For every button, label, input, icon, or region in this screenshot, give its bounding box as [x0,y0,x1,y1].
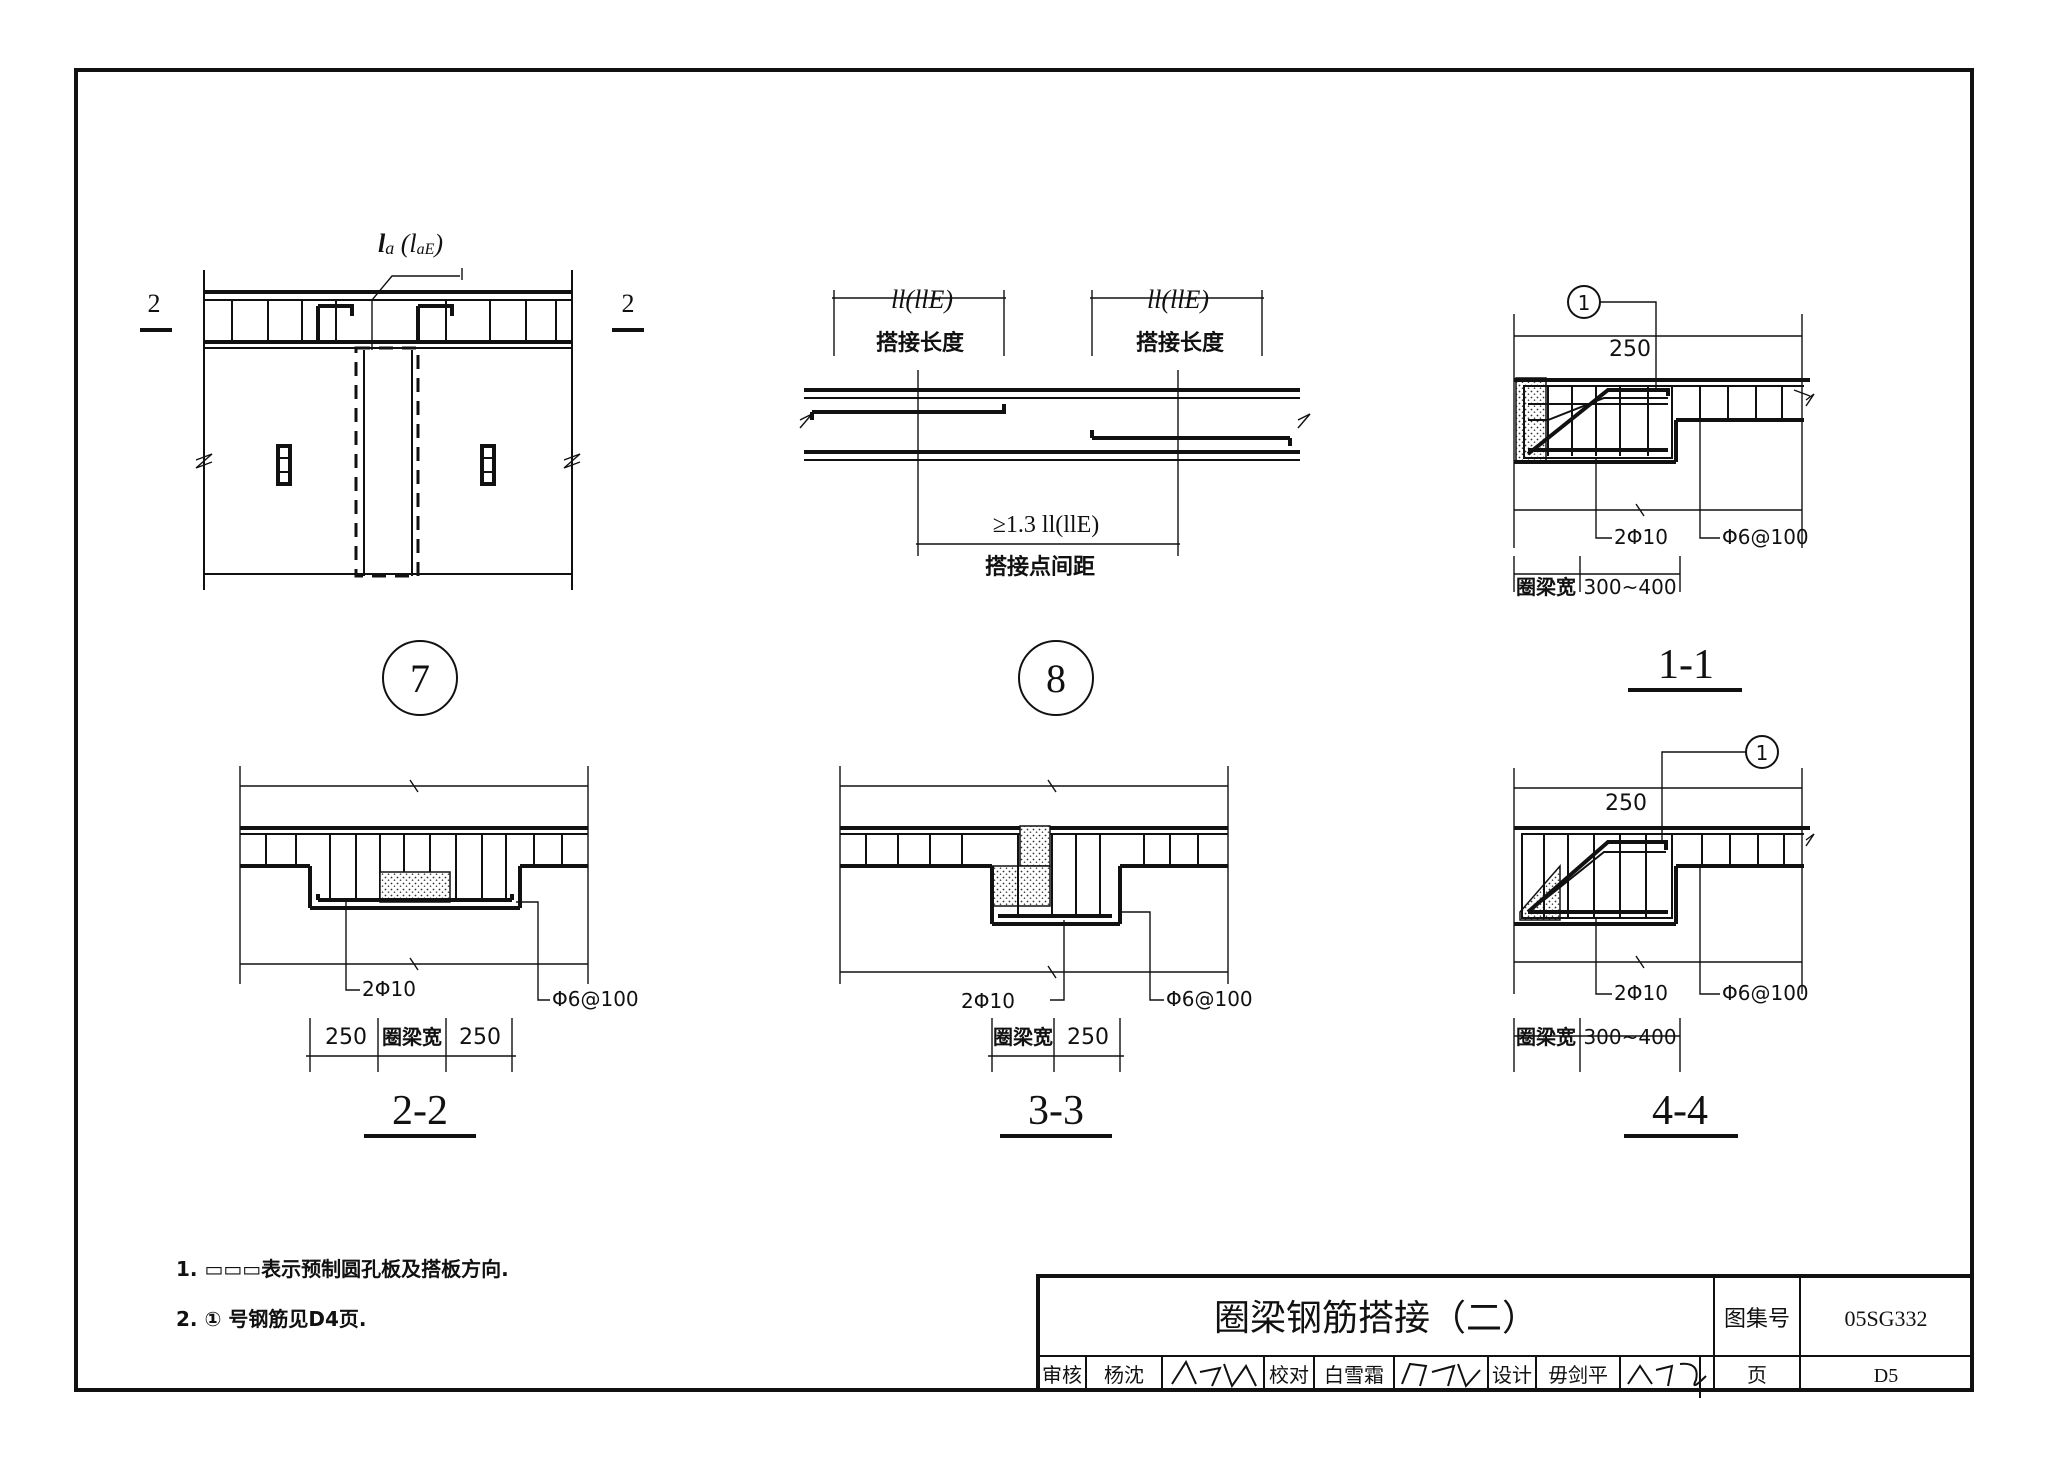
page-label: 页 [1747,1363,1767,1387]
section-title-3-3: 3-3 [1028,1088,1084,1134]
detail-number-7: 7 [410,656,430,701]
dim-right-250: 250 [1067,1025,1109,1050]
hollow-slab-symbol-right [480,444,496,486]
dim-250: 250 [1609,337,1651,362]
lap-spacing-text: 搭接点间距 [985,554,1095,580]
ring-beam-width-label: 圈梁宽 [1516,1025,1576,1049]
ring-beam-width-label: 圈梁宽 [1516,575,1576,599]
dim-250: 250 [1605,791,1647,816]
lap-length-label-right: ll(llE) [1147,285,1209,314]
ring-beam-width-label: 圈梁宽 [993,1025,1053,1049]
section-1-1: 1 250 2Φ10 Φ6@100 圈梁宽 300~400 1-1 [1513,285,1815,692]
detail-number-8: 8 [1046,656,1066,701]
page-number: D5 [1874,1365,1898,1387]
design-label: 设计 [1492,1363,1532,1387]
review-label: 审核 [1042,1363,1082,1387]
stirrup-label: Φ6@100 [552,987,639,1011]
reviewer-signature [1171,1359,1257,1389]
detail-number-circle-8 [1018,640,1094,716]
check-label: 校对 [1269,1363,1309,1387]
stirrup-label: Φ6@100 [1166,987,1253,1011]
sheet-border [74,68,1974,1392]
designer-signature [1627,1356,1707,1398]
designer-name: 毋剑平 [1548,1363,1608,1387]
section-title-2-2: 2-2 [392,1088,448,1134]
ring-beam-width-value: 300~400 [1583,1025,1676,1049]
bar-label-2phi10: 2Φ10 [1614,525,1668,549]
lap-length-label-left: ll(llE) [891,285,953,314]
title-block: 圈梁钢筋搭接（二） 图集号 05SG332 审核 杨沈 校对 白雪霜 设计 毋剑… [1036,1274,1974,1398]
lap-length-text-left: 搭接长度 [876,330,965,356]
anchorage-length-label: la (laE) [378,229,443,258]
ring-beam-width-value: 300~400 [1583,575,1676,599]
detail-7: 2 2 la (laE) 7 [140,229,644,716]
ring-beam-width-label: 圈梁宽 [382,1025,442,1049]
note-2: 2. ① 号钢筋见D4页. [176,1307,367,1331]
atlas-number: 05SG332 [1844,1306,1927,1331]
section-title-1-1: 1-1 [1658,642,1714,688]
callout-1-number: 1 [1578,291,1591,315]
dim-right-250: 250 [459,1025,501,1050]
section-2-2: 2Φ10 Φ6@100 250 圈梁宽 250 2-2 [239,766,639,1138]
stirrup-label: Φ6@100 [1722,981,1809,1005]
bar-label-2phi10: 2Φ10 [1614,981,1668,1005]
section-mark-2-right: 2 [622,289,635,318]
dim-left-250: 250 [325,1025,367,1050]
bar-label-2phi10: 2Φ10 [362,977,416,1001]
section-4-4: 1 250 2Φ10 Φ6@100 圈梁宽 300~400 4-4 [1513,735,1815,1138]
tie-column-dashed [354,346,420,578]
detail-8: ll(llE) ll(llE) 搭接长度 搭接长度 ≥1.3 ll(llE) 搭… [799,285,1311,716]
stirrup-label: Φ6@100 [1722,525,1809,549]
hollow-slab-symbol-left [276,444,292,486]
callout-1-number: 1 [1756,741,1769,765]
notes: 1. ▭▭▭表示预制圆孔板及搭板方向. 2. ① 号钢筋见D4页. [176,1257,509,1331]
lap-spacing-label: ≥1.3 ll(llE) [993,512,1100,538]
section-mark-2-left: 2 [148,289,161,318]
anchorage-length-symbol: l [378,229,386,258]
section-title-4-4: 4-4 [1652,1088,1708,1134]
section-3-3: 2Φ10 Φ6@100 圈梁宽 250 3-3 [839,766,1253,1138]
note-1: 1. ▭▭▭表示预制圆孔板及搭板方向. [176,1257,509,1281]
checker-signature [1401,1362,1481,1388]
lap-length-text-right: 搭接长度 [1136,330,1225,356]
detail-number-circle-7 [382,640,458,716]
reviewer-name: 杨沈 [1104,1363,1144,1387]
drawing-title: 圈梁钢筋搭接（二） [1214,1298,1538,1339]
bar-label-2phi10: 2Φ10 [961,989,1015,1013]
atlas-label: 图集号 [1724,1307,1790,1332]
checker-name: 白雪霜 [1324,1363,1384,1387]
